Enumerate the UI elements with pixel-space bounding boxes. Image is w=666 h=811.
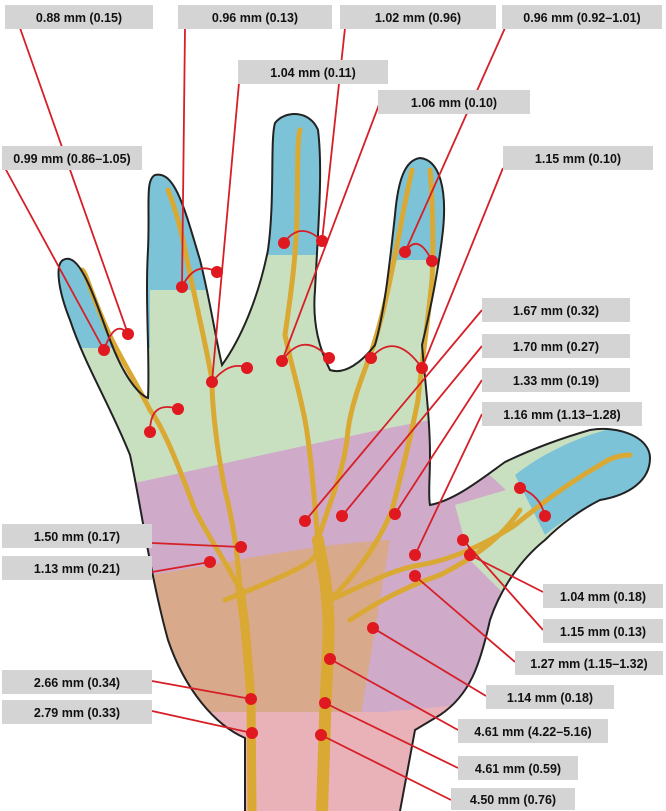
point-median-2: [319, 697, 331, 709]
point-thumb-tip-ulnar: [514, 482, 526, 494]
median-branch-middle: [282, 127, 321, 543]
label-15: 1.15 mm (0.13): [543, 619, 663, 643]
label-18: 2.66 mm (0.34): [2, 670, 152, 694]
point-index-tip-radial: [426, 255, 438, 267]
point-ulnar-digital-4: [235, 541, 247, 553]
point-thenar-1: [409, 549, 421, 561]
svg-text:1.06 mm (0.10): 1.06 mm (0.10): [411, 96, 497, 110]
arc-index-base: [370, 345, 423, 369]
svg-text:2.79 mm (0.33): 2.79 mm (0.33): [34, 706, 120, 720]
point-middle-base-ulnar: [276, 355, 288, 367]
point-middle-base-radial: [323, 352, 335, 364]
point-little-base-radial: [172, 403, 184, 415]
svg-text:1.02 mm (0.96): 1.02 mm (0.96): [375, 11, 461, 25]
point-ulnar-digital-5: [204, 556, 216, 568]
median-branch-index-radial: [327, 167, 436, 603]
svg-text:1.15 mm (0.13): 1.15 mm (0.13): [560, 625, 646, 639]
measurement-points: [98, 235, 551, 741]
label-3: 0.96 mm (0.92–1.01): [502, 5, 662, 29]
svg-text:1.04 mm (0.11): 1.04 mm (0.11): [270, 66, 355, 80]
svg-text:2.66 mm (0.34): 2.66 mm (0.34): [34, 676, 120, 690]
label-17: 1.14 mm (0.18): [486, 685, 614, 709]
label-11: 1.16 mm (1.13–1.28): [482, 402, 642, 426]
label-4: 1.04 mm (0.11): [238, 60, 388, 84]
arc-middle-base: [281, 343, 330, 362]
median-branch-thumb: [327, 452, 633, 603]
svg-text:1.67 mm (0.32): 1.67 mm (0.32): [513, 304, 599, 318]
label-1: 0.96 mm (0.13): [178, 5, 332, 29]
median-nerve-trunk: [312, 534, 335, 811]
measurement-labels: 0.88 mm (0.15) 0.96 mm (0.13) 1.02 mm (0…: [2, 5, 663, 810]
label-22: 4.50 mm (0.76): [451, 788, 575, 810]
label-19: 2.79 mm (0.33): [2, 700, 152, 724]
svg-text:4.61 mm (4.22–5.16): 4.61 mm (4.22–5.16): [474, 725, 591, 739]
svg-text:1.14 mm (0.18): 1.14 mm (0.18): [507, 691, 593, 705]
median-branch-thumb-radial: [347, 507, 523, 623]
svg-text:1.04 mm (0.18): 1.04 mm (0.18): [560, 590, 646, 604]
svg-text:4.61 mm (0.59): 4.61 mm (0.59): [475, 762, 561, 776]
label-16: 1.27 mm (1.15–1.32): [515, 651, 663, 675]
point-common-digital-3: [299, 515, 311, 527]
svg-text:1.33 mm (0.19): 1.33 mm (0.19): [513, 374, 599, 388]
svg-text:0.96 mm (0.92–1.01): 0.96 mm (0.92–1.01): [523, 11, 640, 25]
label-7: 1.15 mm (0.10): [503, 146, 653, 170]
point-recurrent-branch: [367, 622, 379, 634]
svg-text:1.27 mm (1.15–1.32): 1.27 mm (1.15–1.32): [530, 657, 647, 671]
svg-text:0.96 mm (0.13): 0.96 mm (0.13): [212, 11, 298, 25]
label-0: 0.88 mm (0.15): [5, 5, 153, 29]
label-9: 1.70 mm (0.27): [482, 334, 630, 358]
svg-text:4.50 mm (0.76): 4.50 mm (0.76): [470, 793, 556, 807]
label-2: 1.02 mm (0.96): [340, 5, 496, 29]
label-8: 1.67 mm (0.32): [482, 298, 630, 322]
svg-text:0.99 mm (0.86–1.05): 0.99 mm (0.86–1.05): [13, 152, 130, 166]
point-little-tip-ulnar: [98, 344, 110, 356]
point-ring-base-ulnar: [206, 376, 218, 388]
point-thumb-base-ulnar: [457, 534, 469, 546]
point-little-base-ulnar: [144, 426, 156, 438]
point-middle-tip-radial: [316, 235, 328, 247]
point-little-tip-radial: [122, 328, 134, 340]
label-13: 1.13 mm (0.21): [2, 556, 152, 580]
svg-text:1.13 mm (0.21): 1.13 mm (0.21): [34, 562, 120, 576]
label-21: 4.61 mm (0.59): [458, 756, 578, 780]
point-index-base-radial: [416, 362, 428, 374]
point-ring-tip-ulnar: [176, 281, 188, 293]
point-common-digital-1: [389, 508, 401, 520]
point-index-tip-ulnar: [399, 246, 411, 258]
svg-text:0.88 mm (0.15): 0.88 mm (0.15): [36, 11, 122, 25]
point-common-digital-2: [336, 510, 348, 522]
point-median-1: [324, 653, 336, 665]
label-14: 1.04 mm (0.18): [543, 584, 663, 608]
hand-outline: [57, 113, 652, 811]
svg-text:1.15 mm (0.10): 1.15 mm (0.10): [535, 152, 621, 166]
label-10: 1.33 mm (0.19): [482, 368, 630, 392]
label-20: 4.61 mm (4.22–5.16): [458, 719, 608, 743]
leader-lines: [4, 27, 544, 801]
point-median-3: [315, 729, 327, 741]
label-5: 1.06 mm (0.10): [378, 90, 530, 114]
point-index-base-ulnar: [365, 352, 377, 364]
point-ring-tip-radial: [211, 266, 223, 278]
point-ulnar-wrist-2: [246, 727, 258, 739]
label-6: 0.99 mm (0.86–1.05): [2, 146, 142, 170]
point-ring-base-radial: [241, 362, 253, 374]
point-thumb-tip-radial: [539, 510, 551, 522]
svg-text:1.70 mm (0.27): 1.70 mm (0.27): [513, 340, 599, 354]
palmar-cross-branch: [222, 547, 321, 603]
point-thenar-2: [409, 570, 421, 582]
point-middle-tip-ulnar: [278, 237, 290, 249]
point-ulnar-wrist-1: [245, 693, 257, 705]
svg-text:1.16 mm (1.13–1.28): 1.16 mm (1.13–1.28): [503, 408, 620, 422]
label-12: 1.50 mm (0.17): [2, 524, 152, 548]
point-thumb-base-radial: [464, 549, 476, 561]
svg-text:1.50 mm (0.17): 1.50 mm (0.17): [34, 530, 120, 544]
